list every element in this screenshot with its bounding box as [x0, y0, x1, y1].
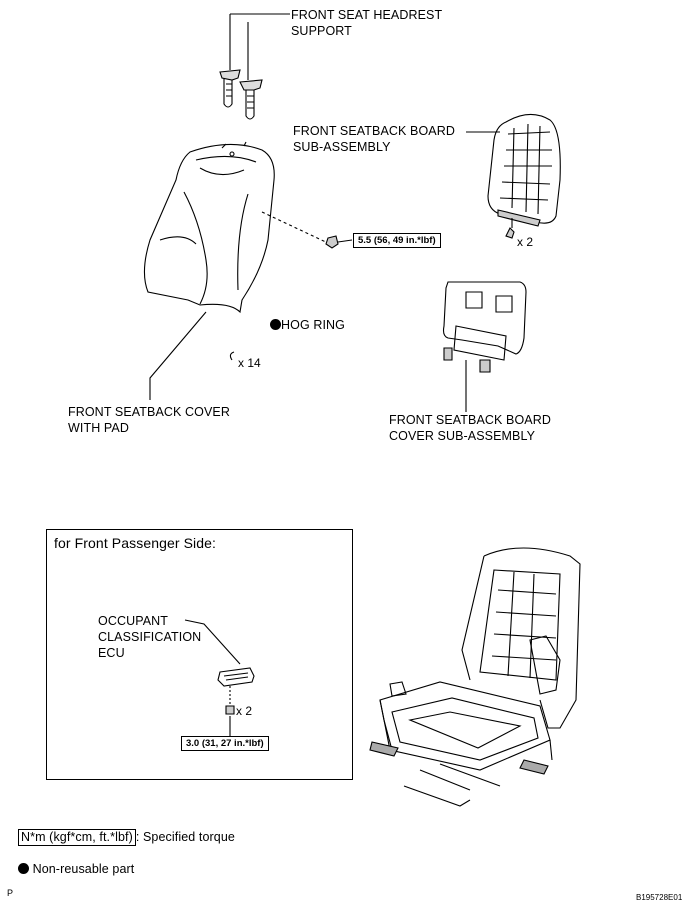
headrest-support-label-line2: SUPPORT: [291, 24, 352, 38]
footer-figure-code: B195728E01: [636, 893, 683, 902]
seatback-cover-label-line1: FRONT SEATBACK COVER: [68, 405, 230, 419]
non-reusable-legend-dot-icon: [18, 863, 29, 874]
seatback-torque-spec: 5.5 (56, 49 in.*lbf): [353, 233, 441, 248]
ecu-part-shape: [184, 619, 255, 736]
footer-left-code: P: [7, 888, 14, 898]
seatback-board-label-line2: SUB-ASSEMBLY: [293, 140, 391, 154]
ecu-torque-spec: 3.0 (31, 27 in.*lbf): [181, 736, 269, 751]
seatback-board-quantity: x 2: [517, 235, 534, 249]
non-reusable-dot-icon: [270, 319, 281, 330]
ecu-label-line1: OCCUPANT: [98, 614, 169, 628]
board-cover-label-line1: FRONT SEATBACK BOARD: [389, 413, 551, 427]
hog-ring-label: HOG RING: [270, 318, 345, 333]
legend-torque-unit: N*m (kgf*cm, ft.*lbf): [18, 829, 136, 846]
seatback-board-label-line1: FRONT SEATBACK BOARD: [293, 124, 455, 138]
seatback-cover-shape: [143, 141, 331, 400]
seatback-cover-label-line2: WITH PAD: [68, 421, 129, 435]
board-cover-label-line2: COVER SUB-ASSEMBLY: [389, 429, 536, 443]
inset-title: for Front Passenger Side:: [54, 535, 217, 551]
board-cover-shape: [442, 281, 527, 412]
legend-non-reusable-desc: Non-reusable part: [32, 862, 135, 876]
ecu-label-line2: CLASSIFICATION: [98, 630, 202, 644]
hog-ring-quantity: x 14: [238, 356, 261, 370]
seatback-nut: [325, 235, 353, 249]
hog-ring-part: [229, 351, 235, 361]
seat-frame-shape: [369, 547, 581, 807]
hog-ring-text: HOG RING: [281, 318, 345, 332]
ecu-label-line3: ECU: [98, 646, 125, 660]
legend-torque: N*m (kgf*cm, ft.*lbf): Specified torque: [18, 829, 235, 846]
legend-torque-desc: : Specified torque: [135, 830, 235, 844]
passenger-side-inset: [46, 529, 353, 780]
headrest-support-parts: [219, 13, 290, 120]
legend-non-reusable: Non-reusable part: [18, 862, 134, 877]
seatback-board-shape: [466, 113, 561, 239]
headrest-support-label-line1: FRONT SEAT HEADREST: [291, 8, 443, 22]
ecu-quantity: x 2: [236, 704, 253, 718]
